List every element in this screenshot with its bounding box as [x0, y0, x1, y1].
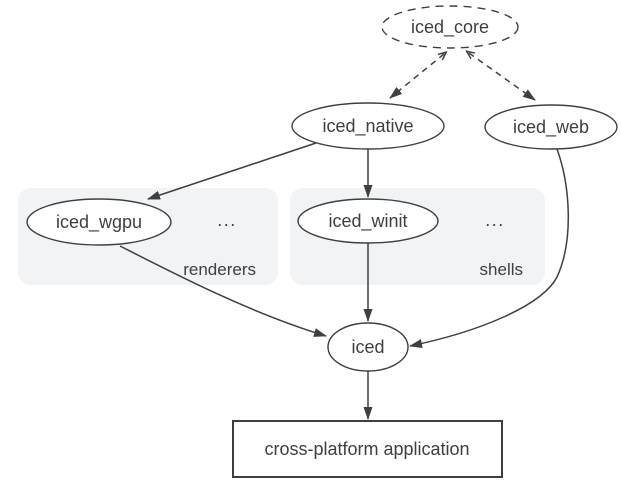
node-iced_native-label: iced_native [322, 116, 413, 137]
group-shells-label: shells [480, 260, 523, 279]
node-iced_core-label: iced_core [411, 17, 489, 38]
node-app-label: cross-platform application [264, 439, 469, 459]
edge-iced_core-iced_native [390, 54, 444, 98]
node-iced-label: iced [351, 337, 384, 357]
node-iced_wgpu: iced_wgpu [26, 198, 172, 246]
node-iced_native-shape [291, 102, 445, 150]
node-iced_winit: iced_winit [297, 198, 439, 244]
node-iced_web-label: iced_web [513, 117, 589, 138]
node-iced_native: iced_native [291, 102, 445, 150]
group-renderers-label: renderers [183, 260, 256, 279]
node-iced_web-shape [484, 104, 618, 150]
node-iced_wgpu-shape [26, 198, 172, 246]
edges [119, 53, 569, 420]
node-app: cross-platform application [232, 420, 503, 478]
node-iced_core: iced_core [381, 5, 519, 49]
node-iced: iced [327, 322, 409, 372]
group-renderers-ellipsis: ... [217, 210, 237, 230]
edge-iced_wgpu-iced [119, 245, 327, 337]
node-iced_winit-shape [297, 198, 439, 244]
group-shells-ellipsis: ... [485, 210, 505, 230]
edge-iced_core-iced_web [469, 53, 535, 101]
edge-iced_web-iced [409, 148, 569, 348]
node-iced_winit-label: iced_winit [328, 211, 407, 232]
node-iced-shape [327, 322, 409, 372]
edge-iced_native-iced_wgpu [147, 142, 317, 200]
node-iced_wgpu-label: iced_wgpu [56, 212, 142, 233]
node-iced_core-shape [381, 5, 519, 49]
node-iced_web: iced_web [484, 104, 618, 150]
node-app-shape [232, 420, 503, 478]
